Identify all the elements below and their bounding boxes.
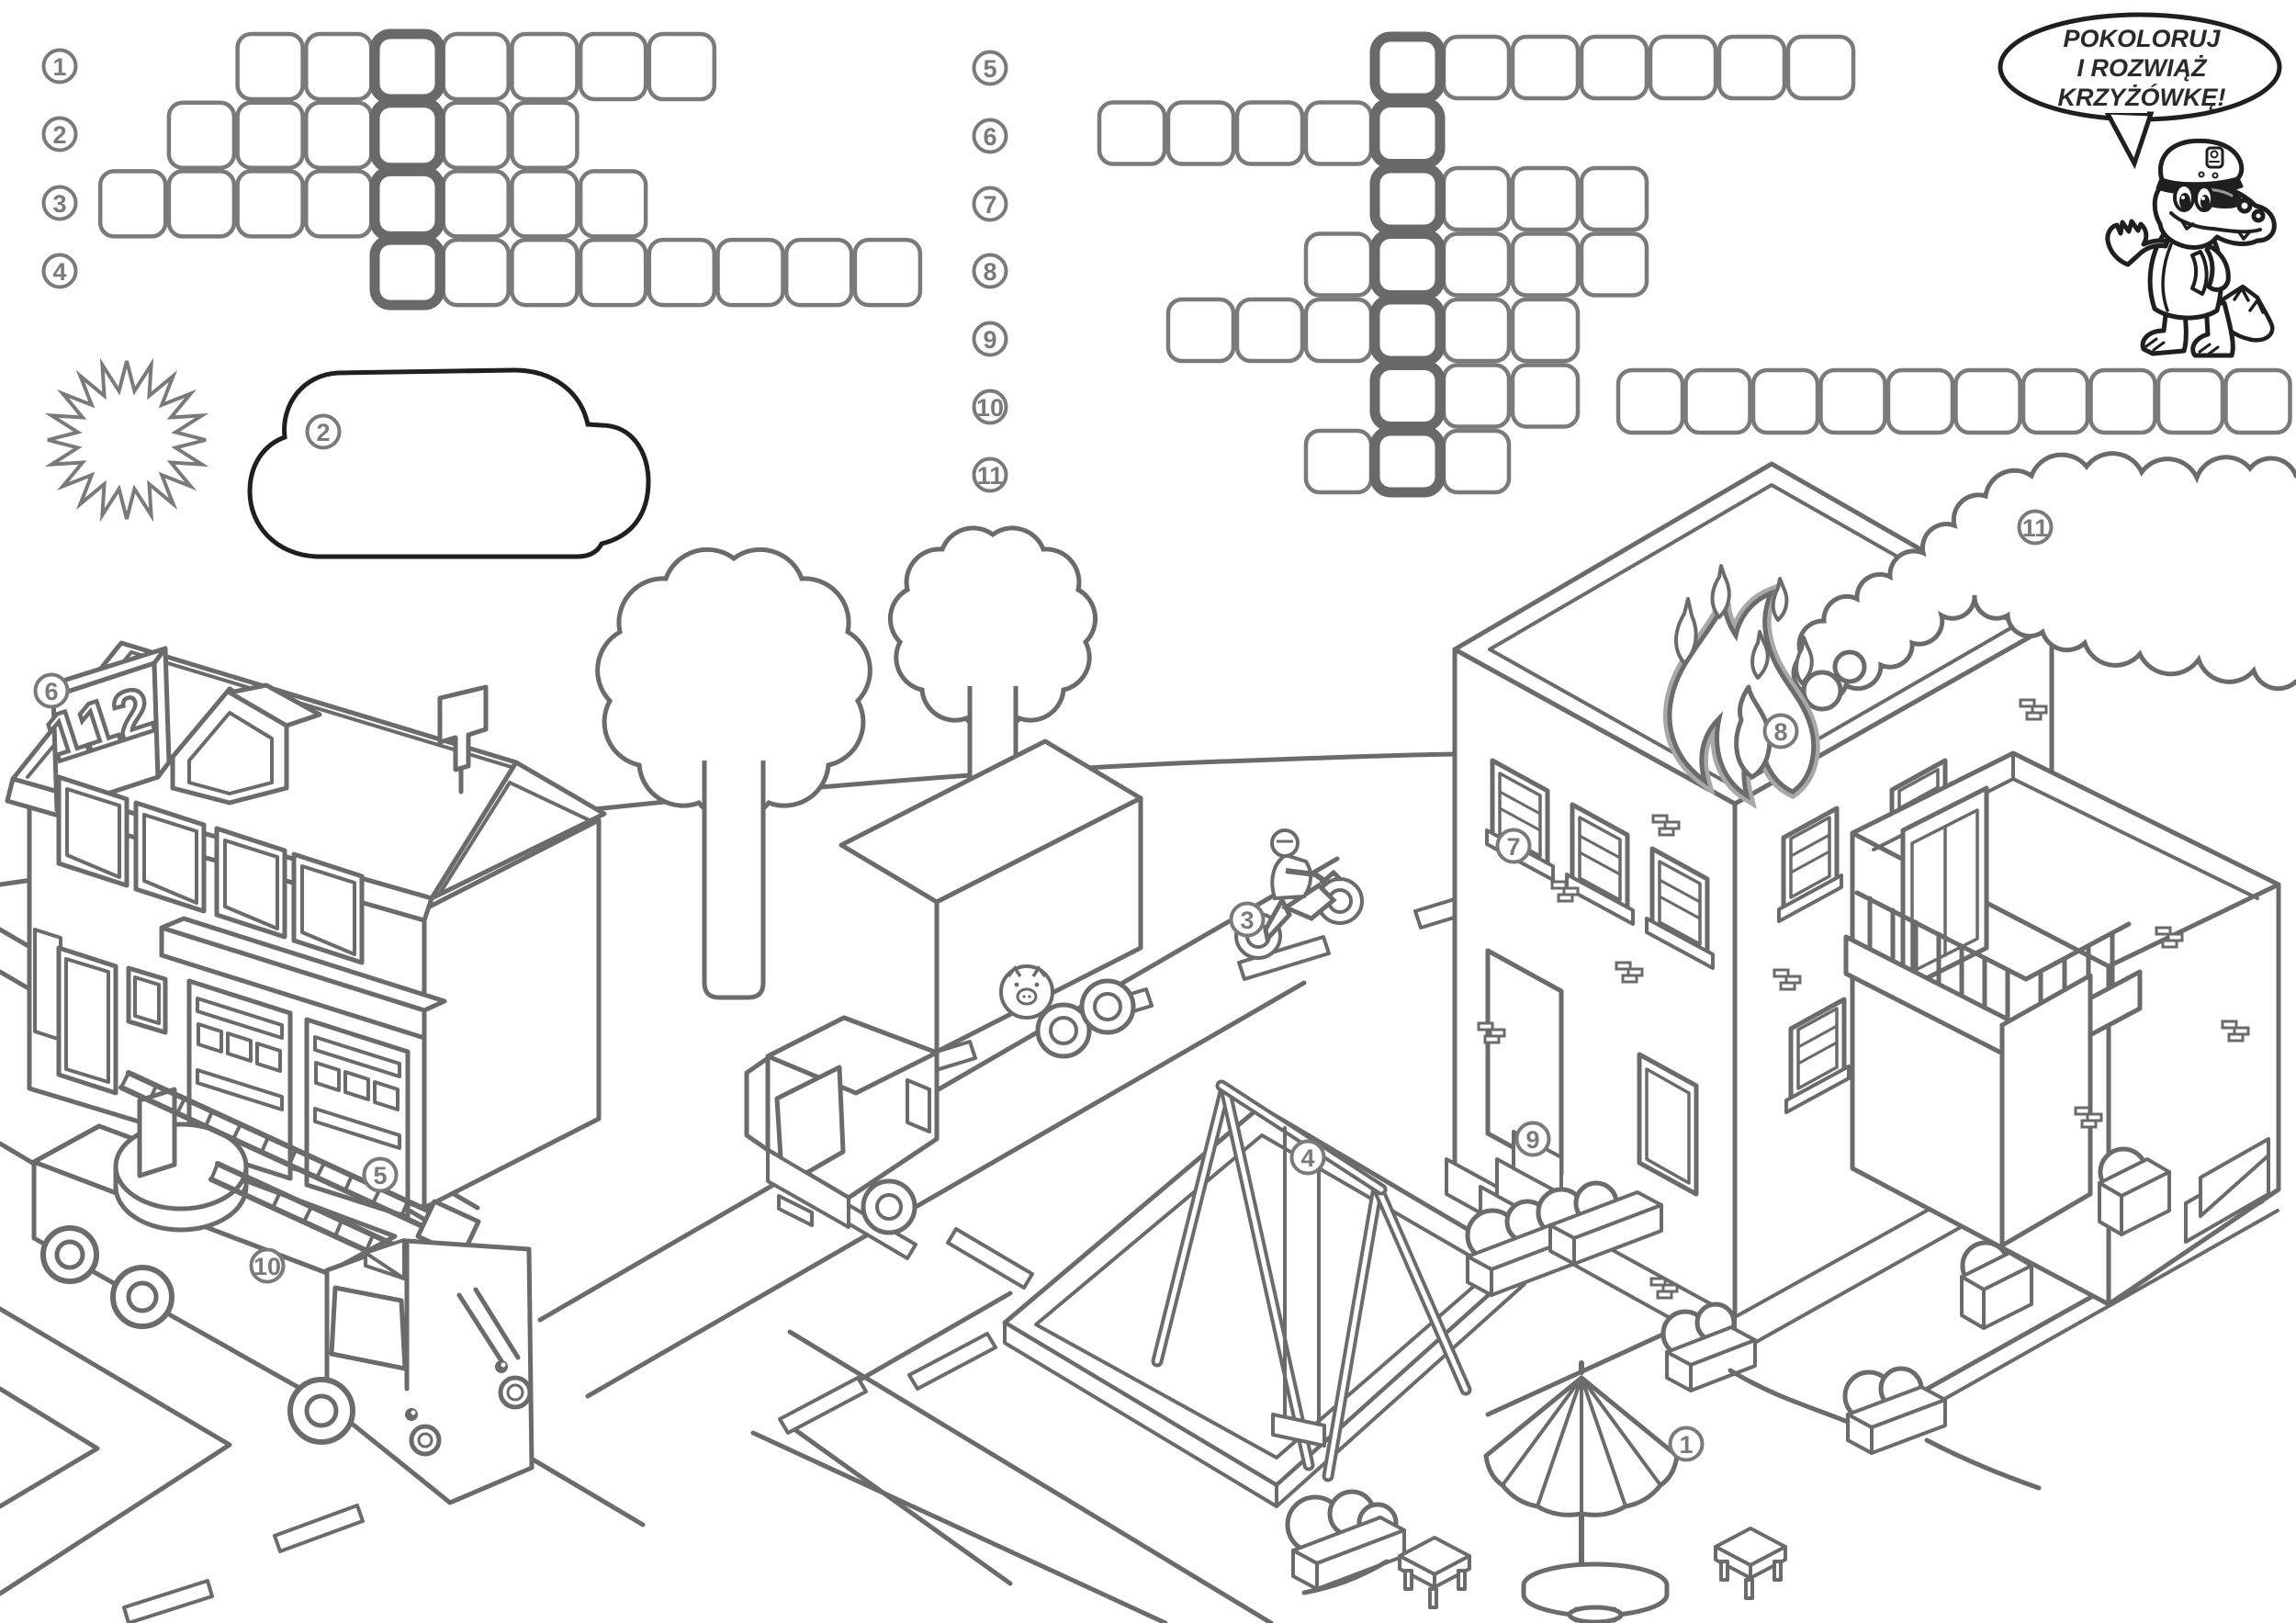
svg-text:10: 10 [253, 1253, 281, 1280]
svg-text:1: 1 [52, 53, 66, 81]
svg-text:3: 3 [52, 190, 66, 218]
svg-text:I ROZWIĄŻ: I ROZWIĄŻ [2077, 54, 2208, 82]
svg-text:8: 8 [983, 258, 996, 286]
svg-text:1: 1 [1679, 1431, 1693, 1459]
svg-text:5: 5 [373, 1162, 387, 1189]
svg-text:6: 6 [983, 123, 996, 151]
svg-text:11: 11 [977, 462, 1004, 490]
svg-text:2: 2 [316, 419, 330, 446]
svg-text:4: 4 [52, 258, 66, 286]
svg-text:7: 7 [1506, 833, 1520, 861]
svg-text:3: 3 [1240, 907, 1254, 934]
svg-text:KRZYŻÓWKĘ!: KRZYŻÓWKĘ! [2058, 83, 2226, 111]
svg-text:9: 9 [1525, 1126, 1539, 1154]
svg-text:11: 11 [2022, 514, 2049, 542]
svg-text:5: 5 [983, 55, 996, 83]
svg-text:POKOLORUJ: POKOLORUJ [2063, 25, 2221, 52]
svg-text:9: 9 [983, 326, 996, 354]
svg-text:7: 7 [983, 191, 996, 219]
svg-text:6: 6 [44, 678, 58, 705]
svg-text:4: 4 [1300, 1144, 1314, 1172]
svg-text:8: 8 [1773, 718, 1787, 746]
svg-text:10: 10 [976, 394, 1004, 422]
svg-text:2: 2 [52, 121, 66, 149]
